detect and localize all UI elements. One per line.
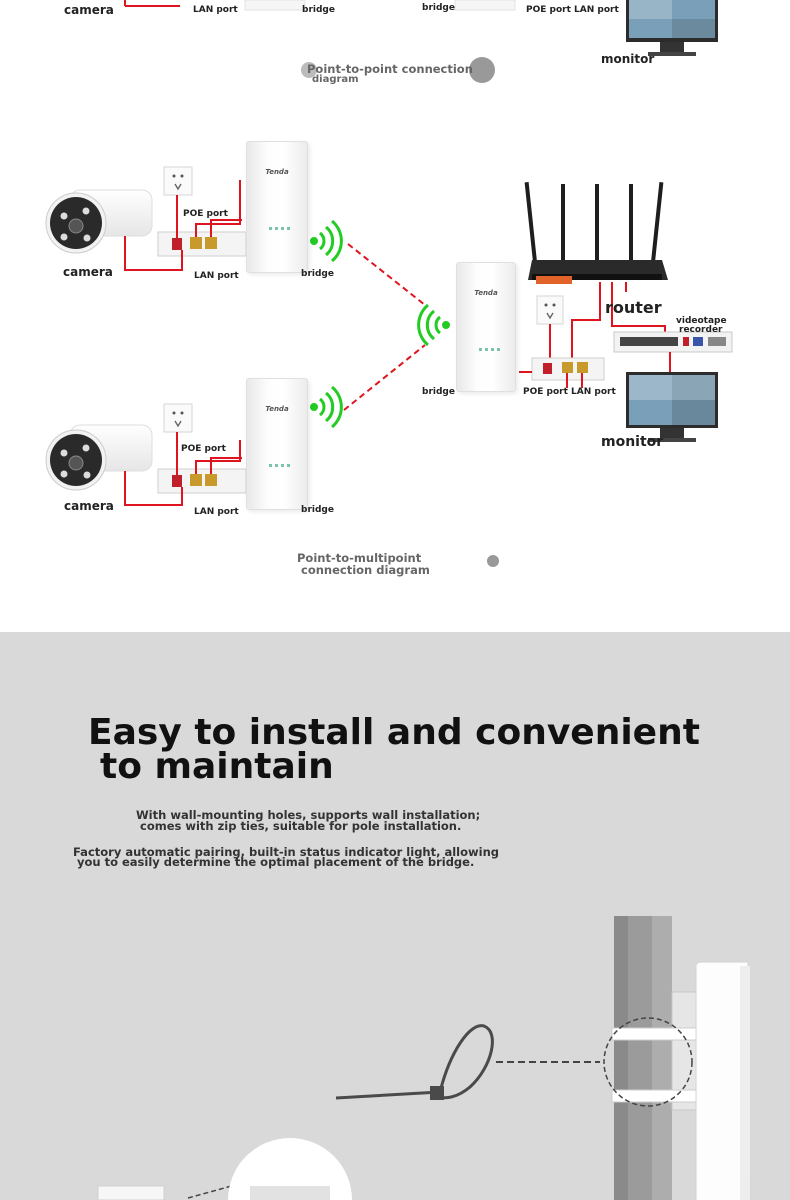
point-to-multipoint-graphics — [45, 166, 733, 506]
router-icon — [524, 182, 668, 284]
install-desc-2-line2: you to easily determine the optimal plac… — [77, 855, 475, 869]
d1-caption-line1: Point-to-point connection — [307, 62, 473, 76]
wireless-signal-1-icon — [310, 219, 343, 263]
bridge-1-brand: Tenda — [265, 168, 289, 176]
d2-poe-port-1-label: POE port — [183, 209, 228, 219]
zip-tie-icon — [335, 1024, 494, 1100]
bridge-2-brand: Tenda — [265, 405, 289, 413]
d1-bridge-label-left: bridge — [302, 5, 335, 15]
install-title-line1: Easy to install and convenient — [88, 712, 700, 753]
power-socket-central-icon — [536, 295, 564, 325]
d2-caption-line2: connection diagram — [301, 563, 430, 577]
bridge-device-central: Tenda — [456, 262, 516, 392]
camera-2-icon — [45, 424, 153, 491]
install-desc-2-line1: Factory automatic pairing, built-in stat… — [73, 845, 500, 859]
d2-lan-port-2-label: LAN port — [194, 507, 239, 517]
d2-monitor-label: monitor — [601, 434, 664, 450]
bridge-central-leds — [479, 348, 501, 351]
bridge-device-1: Tenda — [246, 141, 308, 273]
d2-camera-2-label: camera — [64, 499, 114, 513]
d1-monitor-label: monitor — [601, 52, 655, 66]
install-desc-1-line1: With wall-mounting holes, supports wall … — [136, 808, 481, 822]
pole-bridge-device-icon — [695, 961, 751, 1200]
d2-recorder-line2: recorder — [679, 325, 723, 335]
power-socket-2-icon — [163, 403, 193, 433]
pole-icon — [614, 916, 672, 1200]
bridge-central-brand: Tenda — [474, 289, 498, 297]
d2-lan-port-1-label: LAN port — [194, 271, 239, 281]
network-diagrams: camera LAN port bridge bridge POE port L… — [45, 0, 733, 577]
install-title: Easy to install and convenient to mainta… — [88, 712, 728, 787]
d2-camera-1-label: camera — [63, 265, 113, 279]
video-recorder-icon — [613, 331, 733, 353]
bridge-2-leds — [269, 464, 293, 467]
bridge-device-2: Tenda — [246, 378, 308, 510]
camera-1-icon — [45, 189, 153, 254]
d1-lan-port-label: LAN port — [193, 5, 238, 15]
pole-install-illustration — [97, 916, 751, 1200]
wireless-signal-2-icon — [310, 385, 343, 429]
power-socket-1-icon — [163, 166, 193, 196]
d2-router-label: router — [605, 298, 662, 317]
d2-bridge-1-label: bridge — [301, 269, 334, 279]
bridge-1-leds — [269, 227, 293, 230]
point-to-point-graphics — [124, 0, 718, 83]
install-section: Easy to install and convenient to mainta… — [0, 632, 790, 1200]
d1-poe-lan-label: POE port LAN port — [526, 5, 619, 15]
d1-caption-line2: diagram — [312, 74, 359, 85]
install-desc-1-line2: comes with zip ties, suitable for pole i… — [140, 819, 462, 833]
d2-poe-port-2-label: POE port — [181, 444, 226, 454]
install-title-line2: to maintain — [100, 746, 334, 787]
monitor-2-icon — [626, 372, 718, 442]
poe-injector-2-icon — [157, 468, 247, 494]
wall-mount-detail-icon — [228, 1138, 352, 1200]
monitor-icon — [626, 0, 718, 56]
d2-bridge-2-label: bridge — [301, 505, 334, 515]
d2-central-bridge-label: bridge — [422, 387, 455, 397]
poe-injector-1-icon — [157, 231, 247, 257]
d2-recorder-line1: videotape — [676, 316, 727, 326]
d1-bridge-label-right: bridge — [422, 3, 455, 13]
wireless-signal-central-icon — [417, 303, 450, 347]
d2-caption-dot — [487, 555, 499, 567]
wall-bridge-device-icon — [97, 1185, 165, 1200]
d1-camera-label: camera — [64, 3, 114, 17]
d2-caption-line1: Point-to-multipoint — [297, 551, 422, 565]
d2-poe-lan-label: POE port LAN port — [523, 387, 616, 397]
